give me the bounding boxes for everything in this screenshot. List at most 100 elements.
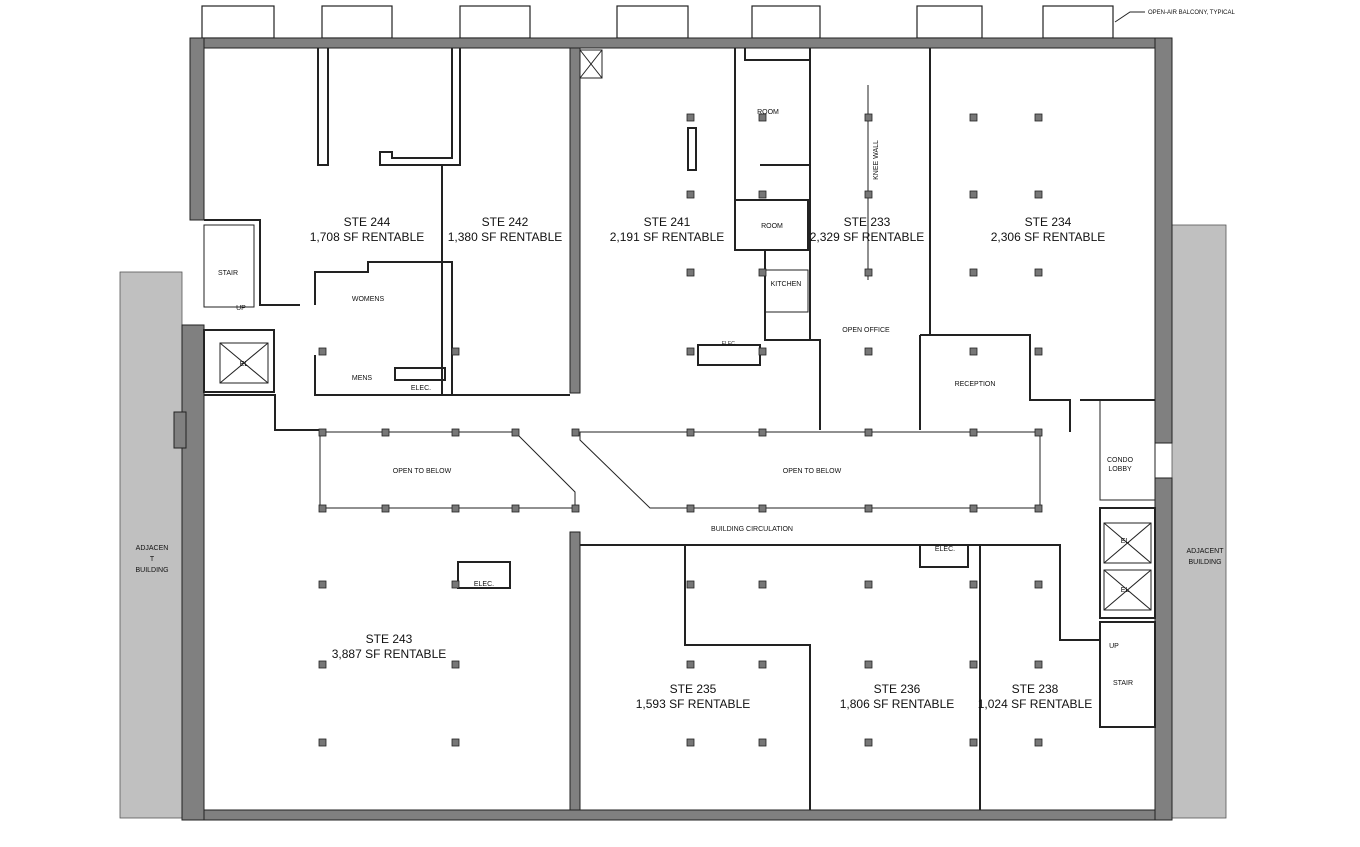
column	[686, 347, 695, 356]
column	[969, 347, 978, 356]
column	[686, 738, 695, 747]
column	[864, 580, 873, 589]
suite-name: STE 241	[644, 215, 691, 229]
open-to-below-label: OPEN TO BELOW	[783, 468, 842, 475]
suite-area: 1,380 SF RENTABLE	[448, 230, 563, 244]
column	[1034, 268, 1043, 277]
column	[1034, 660, 1043, 669]
column	[318, 347, 327, 356]
column	[451, 504, 460, 513]
column	[758, 428, 767, 437]
column	[511, 428, 520, 437]
column	[451, 580, 460, 589]
column	[758, 113, 767, 122]
column	[969, 113, 978, 122]
up-label: UP	[1109, 643, 1119, 650]
stair-label: STAIR	[218, 270, 238, 277]
column	[758, 268, 767, 277]
suite-area: 2,306 SF RENTABLE	[991, 230, 1106, 244]
column	[864, 660, 873, 669]
adjacent-left-label: ADJACEN	[136, 545, 169, 552]
column	[686, 113, 695, 122]
column	[1034, 428, 1043, 437]
column	[864, 113, 873, 122]
column	[864, 738, 873, 747]
room-label: ROOM	[761, 223, 783, 230]
column	[381, 504, 390, 513]
suite-area: 2,191 SF RENTABLE	[610, 230, 725, 244]
column	[758, 190, 767, 199]
elevator-label: EL	[1121, 587, 1130, 594]
column	[1034, 738, 1043, 747]
column	[864, 504, 873, 513]
column	[969, 190, 978, 199]
column	[758, 580, 767, 589]
column	[686, 580, 695, 589]
adjacent-left-label: BUILDING	[135, 567, 168, 574]
column	[686, 660, 695, 669]
suite-labels: STE 244 1,708 SF RENTABLE STE 242 1,380 …	[310, 215, 1106, 711]
elec-label: ELEC.	[722, 341, 736, 347]
column	[451, 738, 460, 747]
column	[969, 504, 978, 513]
up-label: UP	[236, 305, 246, 312]
balcony-annotation: OPEN-AIR BALCONY, TYPICAL	[1148, 10, 1235, 16]
column	[969, 580, 978, 589]
building-circulation-label: BUILDING CIRCULATION	[711, 526, 793, 533]
column	[864, 268, 873, 277]
elevator-label: EL	[240, 361, 249, 368]
adjacent-building-right	[1171, 224, 1227, 819]
suite-name: STE 235	[670, 682, 717, 696]
adjacent-left-label: T	[150, 556, 155, 563]
column	[758, 660, 767, 669]
suite-name: STE 233	[844, 215, 891, 229]
condo-lobby-label: LOBBY	[1108, 466, 1132, 473]
suite-name: STE 238	[1012, 682, 1059, 696]
column	[318, 428, 327, 437]
suite-area: 2,329 SF RENTABLE	[810, 230, 925, 244]
column	[969, 738, 978, 747]
column	[686, 428, 695, 437]
suite-name: STE 236	[874, 682, 921, 696]
suite-area: 3,887 SF RENTABLE	[332, 647, 447, 661]
adjacent-right-label: ADJACENT	[1187, 548, 1225, 555]
column	[571, 504, 580, 513]
column	[864, 190, 873, 199]
column	[451, 347, 460, 356]
kitchen-label: KITCHEN	[771, 281, 802, 288]
knee-wall-label: KNEE WALL	[873, 140, 880, 180]
elec-label: ELEC.	[474, 581, 494, 588]
column	[318, 504, 327, 513]
room-label: ROOM	[757, 109, 779, 116]
column	[758, 504, 767, 513]
suite-area: 1,024 SF RENTABLE	[978, 697, 1093, 711]
column	[969, 660, 978, 669]
column	[511, 504, 520, 513]
suite-area: 1,806 SF RENTABLE	[840, 697, 955, 711]
adjacent-building-left	[119, 271, 183, 819]
suite-name: STE 242	[482, 215, 529, 229]
elec-label: ELEC.	[935, 546, 955, 553]
column	[969, 428, 978, 437]
stair-label: STAIR	[1113, 680, 1133, 687]
column	[381, 428, 390, 437]
columns	[318, 113, 1043, 747]
mens-restroom-label: MENS	[352, 375, 373, 382]
column	[686, 504, 695, 513]
column	[758, 738, 767, 747]
column	[864, 428, 873, 437]
column	[864, 347, 873, 356]
suite-name: STE 244	[344, 215, 391, 229]
column	[1034, 580, 1043, 589]
column	[1034, 347, 1043, 356]
elec-label: ELEC.	[411, 385, 431, 392]
reception-label: RECEPTION	[955, 381, 996, 388]
suite-area: 1,708 SF RENTABLE	[310, 230, 425, 244]
column	[451, 428, 460, 437]
elevator-label: EL	[1121, 538, 1130, 545]
suite-name: STE 234	[1025, 215, 1072, 229]
column	[571, 428, 580, 437]
room-labels: ROOM ROOM KITCHEN KNEE WALL OPEN OFFICE …	[218, 109, 1134, 687]
column	[758, 347, 767, 356]
adjacent-right-label: BUILDING	[1188, 559, 1221, 566]
